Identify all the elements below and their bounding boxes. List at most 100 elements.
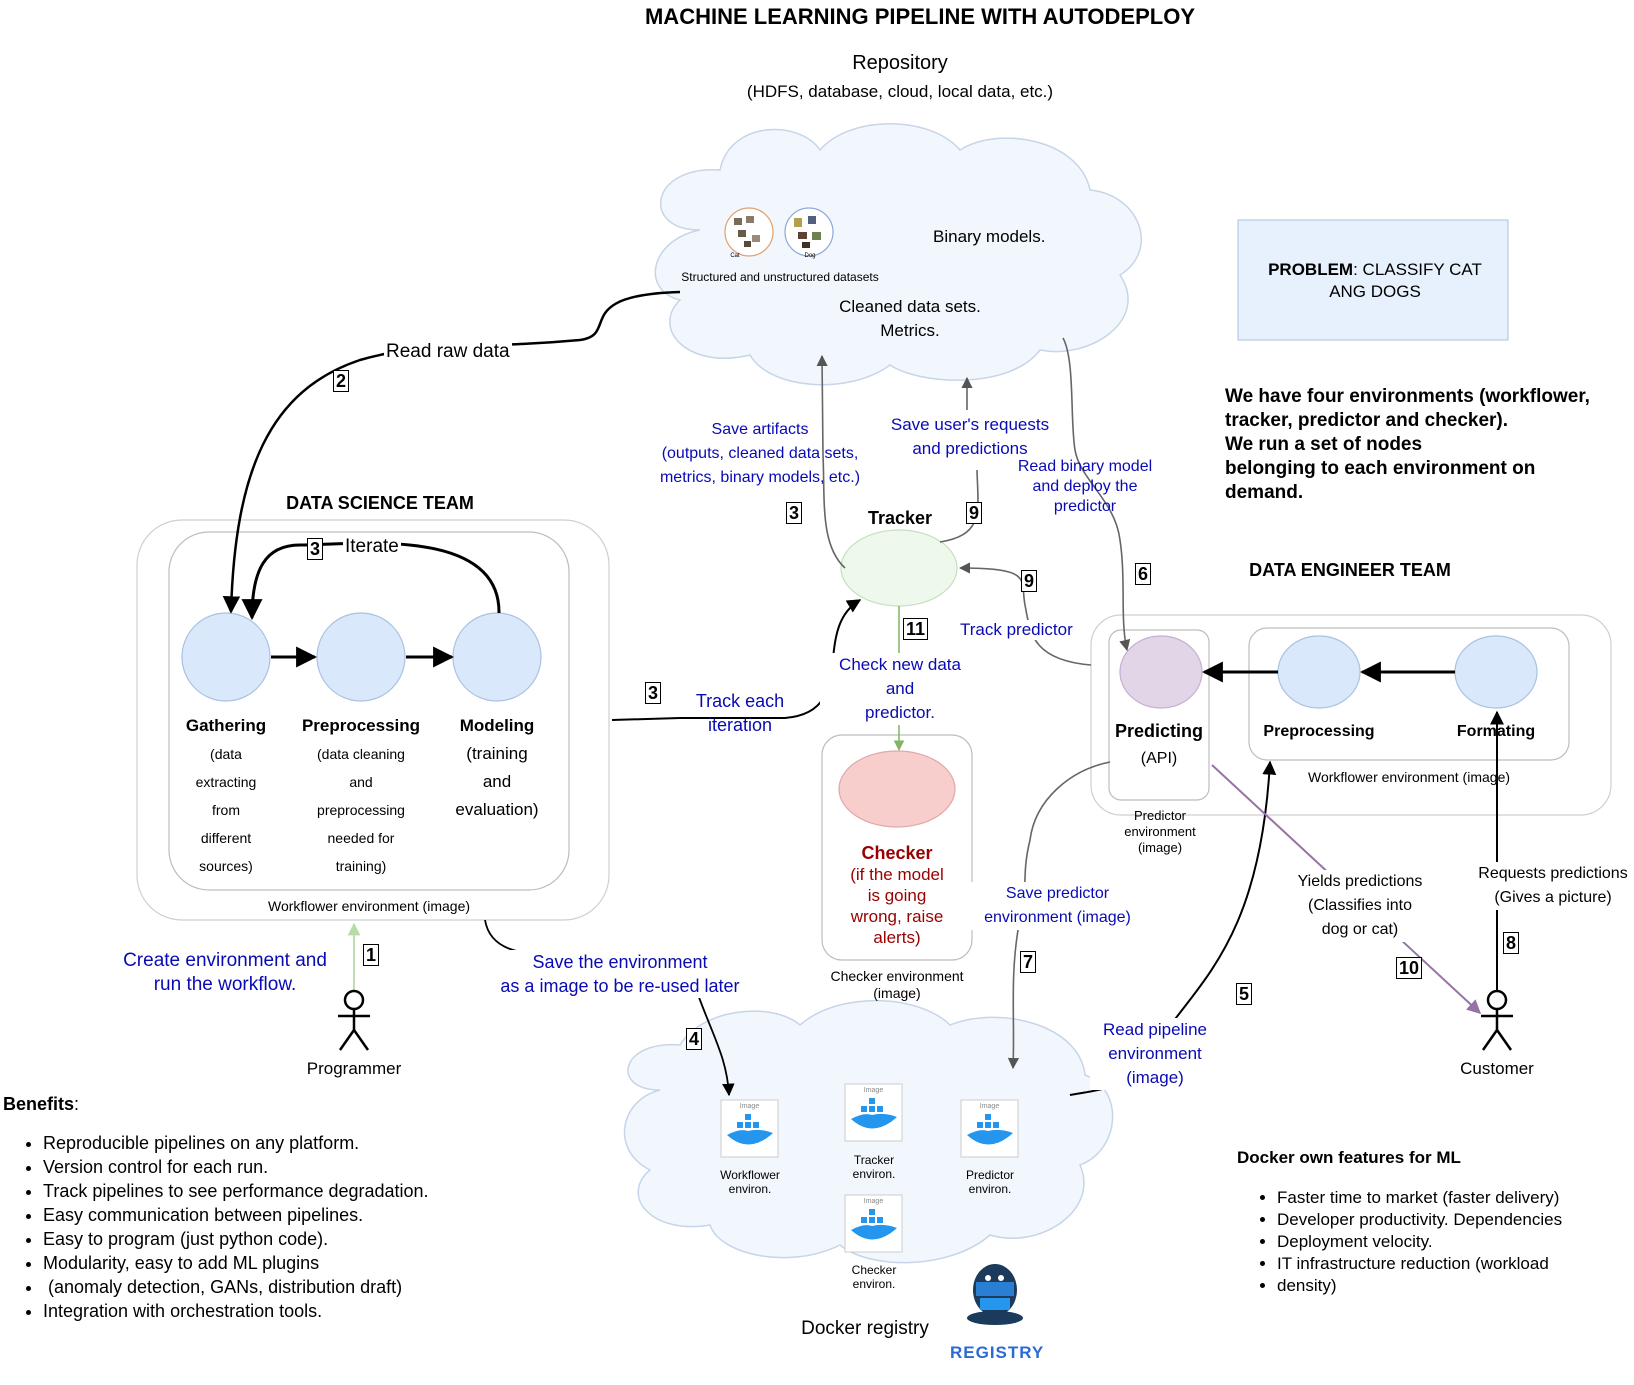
ds-inner-container <box>168 531 570 891</box>
docker-image-icon-tracker <box>844 1083 903 1142</box>
page-title: MACHINE LEARNING PIPELINE WITH AUTODEPLO… <box>644 4 1196 29</box>
problem-box <box>1237 219 1509 341</box>
modeling-node <box>452 612 542 702</box>
benefit-item: Easy to program (just python code). <box>43 1227 429 1251</box>
step-number: 2 <box>333 370 350 392</box>
edge-track-predictor <box>958 562 1092 666</box>
step-number: 9 <box>1021 570 1038 592</box>
de-workflower-env-caption: Workflower environment (image) <box>1307 769 1511 785</box>
iterate-label: Iterate <box>343 536 401 558</box>
benefit-item: Track pipelines to see performance degra… <box>43 1179 429 1203</box>
formating-label: Formating <box>1456 723 1536 740</box>
docker-registry-label: Docker registry <box>801 1318 929 1339</box>
step-number: 1 <box>363 944 380 966</box>
benefits-title: Benefits: <box>3 1094 80 1114</box>
docker-feature-item: Developer productivity. Dependencies <box>1277 1209 1562 1231</box>
predicting-label: Predicting <box>1114 721 1203 741</box>
ds-env-caption: Workflower environment (image) <box>267 898 471 914</box>
docker-image-icon-workflower <box>720 1099 779 1158</box>
customer-label: Customer <box>1460 1059 1534 1078</box>
programmer-label: Programmer <box>306 1059 402 1078</box>
benefit-item: Easy communication between pipelines. <box>43 1203 429 1227</box>
dog-dataset-thumbnail <box>784 207 834 257</box>
environments-note: We have four environments (workflower, t… <box>1225 386 1590 503</box>
tracker-node <box>840 529 958 607</box>
step-number: 4 <box>686 1028 703 1050</box>
docker-logo-top: docker <box>980 1330 1010 1340</box>
image-tag: Image <box>979 1103 1000 1110</box>
image-tag: Image <box>863 1198 884 1205</box>
step-number: 6 <box>1135 563 1152 585</box>
checker-env-caption: Checker environment(image) <box>830 968 964 1001</box>
de-preprocessing-node <box>1277 635 1361 709</box>
programmer-figure <box>338 989 370 1051</box>
formating-node <box>1454 635 1538 709</box>
step-number: 7 <box>1020 951 1037 973</box>
step-number: 8 <box>1503 932 1520 954</box>
repository-subtitle: (HDFS, database, cloud, local data, etc.… <box>746 82 1054 101</box>
iterate-loop <box>241 541 501 621</box>
edge-save-artifacts <box>816 354 846 569</box>
step-number: 10 <box>1396 957 1423 979</box>
cat-dataset-thumbnail <box>724 207 774 257</box>
datasets-caption: Structured and unstructured datasets <box>681 270 879 284</box>
docker-feature-item: IT infrastructure reduction (workload <box>1277 1253 1562 1275</box>
problem-statement: PROBLEM: CLASSIFY CAT ANG DOGS <box>1268 260 1482 301</box>
edge-read-binary-model <box>1062 337 1131 652</box>
checker-node <box>838 750 956 828</box>
de-preprocessing-label: Preprocessing <box>1263 723 1375 740</box>
tracker-title-label: Tracker <box>867 508 933 528</box>
benefit-item: (anomaly detection, GANs, distribution d… <box>43 1275 429 1299</box>
docker-features-title: Docker own features for ML <box>1237 1148 1461 1167</box>
step-number: 3 <box>786 502 803 524</box>
de-team-title: DATA ENGINEER TEAM <box>1249 560 1451 580</box>
benefit-item: Integration with orchestration tools. <box>43 1299 429 1323</box>
gathering-node <box>181 612 271 702</box>
step-number: 5 <box>1236 983 1253 1005</box>
ds-team-title: DATA SCIENCE TEAM <box>286 493 474 513</box>
api-label: (API) <box>1140 750 1178 767</box>
cleaned-data-label: Cleaned data sets. <box>839 297 981 316</box>
dog-thumb-label: Dog <box>804 253 816 259</box>
benefit-item: Reproducible pipelines on any platform. <box>43 1131 429 1155</box>
read-raw-data-label: Read raw data <box>384 341 512 363</box>
preprocessing-node <box>316 612 406 702</box>
benefit-item: Modularity, easy to add ML plugins <box>43 1251 429 1275</box>
docker-logo-bottom: REGISTRY <box>950 1343 1045 1362</box>
customer-figure <box>1481 989 1513 1051</box>
binary-models-label: Binary models. <box>933 227 1046 246</box>
step-number: 11 <box>903 618 929 640</box>
predicting-node <box>1119 635 1203 709</box>
image-tag: Image <box>863 1087 884 1094</box>
step-number: 3 <box>645 682 662 704</box>
metrics-label: Metrics. <box>880 321 940 340</box>
requests-predictions-label: Requests predictions(Gives a picture) <box>1468 862 1634 910</box>
docker-features-list: Faster time to market (faster delivery) … <box>1237 1187 1562 1297</box>
docker-image-icon-checker <box>844 1194 903 1253</box>
step-number: 9 <box>966 502 983 524</box>
docker-feature-item: density) <box>1277 1275 1562 1297</box>
repository-cloud <box>654 123 1142 386</box>
step-number: 3 <box>307 538 324 560</box>
cat-thumb-label: Cat <box>730 253 740 259</box>
image-tag: Image <box>739 1103 760 1110</box>
